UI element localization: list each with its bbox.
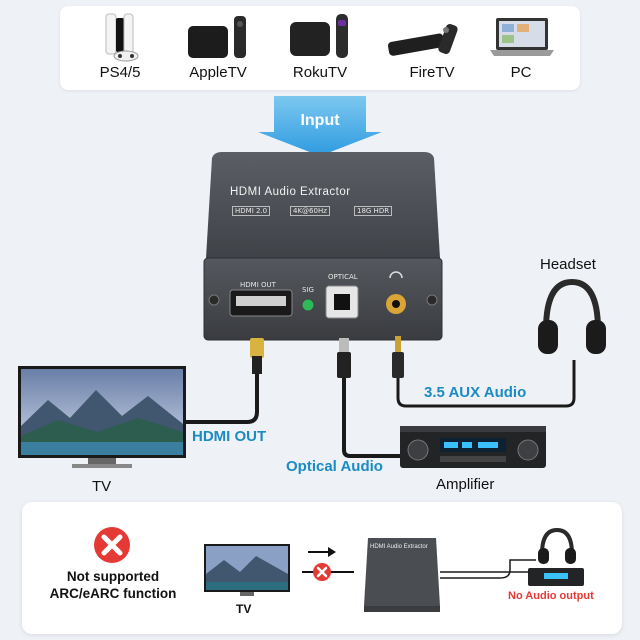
no-audio-output-label: No Audio output [508, 590, 594, 602]
amplifier-label: Amplifier [436, 476, 495, 493]
mini-extractor-device [364, 538, 440, 612]
device-title: HDMI Audio Extractor [230, 186, 351, 198]
input-label: Input [300, 112, 340, 129]
mini-tv-label: TV [236, 602, 252, 616]
source-label-roku: RokuTV [292, 64, 348, 81]
mini-headset-icon [538, 527, 576, 564]
tv-icon [18, 366, 186, 468]
source-label-ps: PS4/5 [99, 64, 141, 81]
port-label-hdmi-out: HDMI OUT [240, 281, 276, 289]
port-label-sig: SIG [302, 286, 314, 294]
not-supported-text: Not supported ARC/eARC function [40, 568, 186, 602]
source-label-appletv: AppleTV [189, 64, 247, 81]
source-devices-bar: PS4/5 AppleTV RokuTV FireTV PC [60, 6, 580, 90]
aux-audio-label: 3.5 AUX Audio [424, 384, 527, 401]
not-supported-line-2: ARC/eARC function [49, 586, 177, 601]
source-label-pc: PC [510, 64, 532, 81]
playstation-console-icon [105, 13, 139, 62]
headset-label: Headset [540, 256, 596, 273]
roku-box-icon [290, 14, 348, 58]
hdmi-audio-extractor-device [203, 152, 443, 341]
error-x-icon [94, 527, 130, 563]
input-arrow-icon [258, 96, 382, 156]
tv-label: TV [92, 478, 112, 495]
mini-tv-icon [204, 544, 290, 596]
mini-amplifier-icon [528, 568, 584, 586]
hdmi-out-label: HDMI OUT [192, 428, 267, 445]
cable-connections [184, 336, 576, 458]
optical-audio-label: Optical Audio [286, 458, 383, 475]
fire-tv-stick-icon [387, 23, 458, 56]
laptop-icon [490, 18, 554, 56]
device-spec-resolution: 4K@60Hz [290, 206, 330, 216]
blocked-signal-arrows [302, 547, 354, 581]
not-supported-line-1: Not supported [66, 569, 160, 584]
mini-cables [440, 559, 536, 579]
device-spec-hdmi: HDMI 2.0 [232, 206, 271, 216]
mini-device-title: HDMI Audio Extractor [370, 544, 428, 550]
apple-tv-box-icon [188, 16, 246, 58]
source-label-firetv: FireTV [409, 64, 455, 81]
device-spec-hdr: 18G HDR [354, 206, 393, 216]
amplifier-icon [400, 426, 546, 468]
port-label-optical: OPTICAL [328, 273, 358, 281]
headset-icon [538, 278, 606, 354]
